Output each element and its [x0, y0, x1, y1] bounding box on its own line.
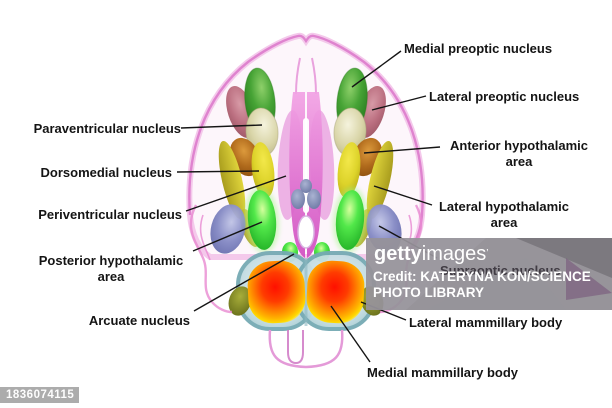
nuclei-right — [314, 67, 402, 262]
label-supraoptic-nucleus: Supraoptic nucleus — [440, 263, 561, 278]
watermark-facets — [366, 238, 612, 310]
label-medial-preoptic-nucleus: Medial preoptic nucleus — [404, 41, 553, 56]
label-lateral-hypothalamic-area: Lateral hypothalamic area — [438, 199, 570, 230]
label-lateral-preoptic-nucleus: Lateral preoptic nucleus — [429, 89, 580, 104]
lower-loops — [268, 329, 344, 369]
image-id-watermark: 1836074115 — [0, 387, 79, 403]
label-lateral-mammillary-body: Lateral mammillary body — [409, 315, 563, 330]
getty-logo: gettyimages’ — [374, 243, 489, 265]
credit-text: Credit: KATERYNA KON/SCIENCE PHOTO LIBRA… — [373, 269, 591, 300]
label-medial-mammillary-body: Medial mammillary body — [367, 365, 518, 380]
label-paraventricular-nucleus: Paraventricular nucleus — [33, 121, 181, 136]
label-anterior-hypothalamic-area: Anterior hypothalamic area — [450, 138, 588, 169]
label-dorsomedial-nucleus: Dorsomedial nucleus — [40, 165, 172, 180]
getty-watermark-banner: Supraoptic nucleus gettyimages’ Credit: … — [366, 238, 612, 310]
third-ventricle — [277, 92, 335, 258]
mammillary-bodies — [228, 251, 384, 331]
label-arcuate-nucleus: Arcuate nucleus — [88, 313, 190, 328]
label-posterior-hypothalamic-area: Posterior hypothalamic area — [38, 253, 184, 284]
label-periventricular-nucleus: Periventricular nucleus — [38, 207, 182, 222]
